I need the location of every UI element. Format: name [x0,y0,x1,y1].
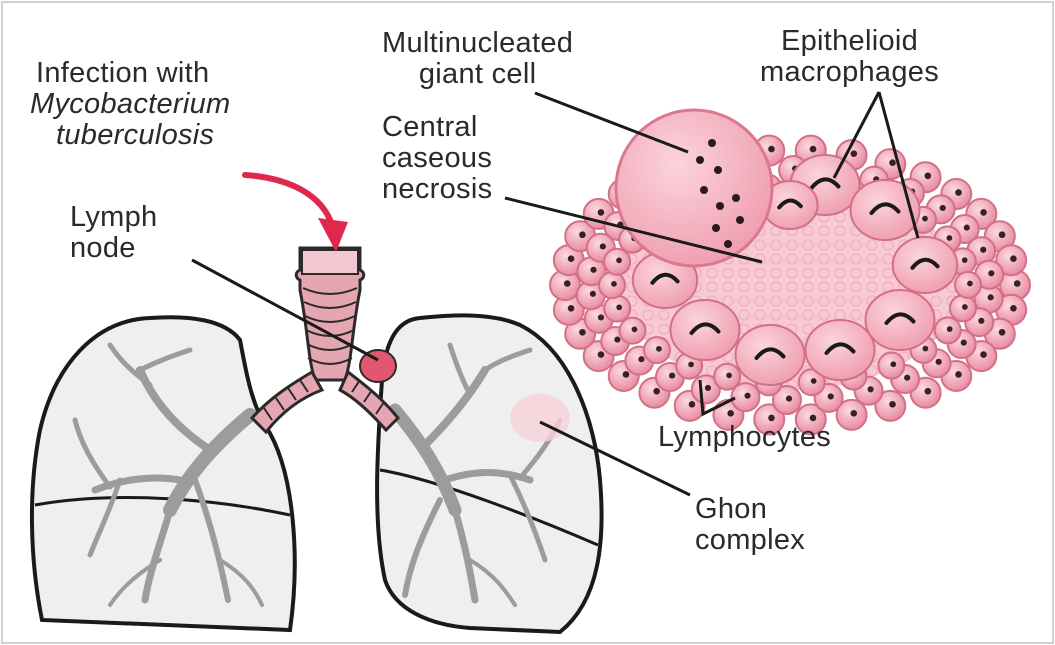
caseous-necrosis-label: Central caseous necrosis [382,112,492,205]
lymphocyte [935,317,961,343]
infection-text: Infection with [36,58,231,89]
macrophage [736,325,805,385]
lymphocyte [604,296,630,322]
lymphocyte [604,249,630,275]
lymphocyte [950,295,976,321]
lymph-node-label: Lymph node [70,202,157,264]
lungs-illustration [32,248,602,632]
left-lung [32,317,295,630]
infection-arrow [245,175,348,252]
tuberculosis-text: tuberculosis [56,120,231,151]
lymphocytes-label: Lymphocytes [658,422,831,453]
granuloma-illustration [550,110,1030,434]
macrophage [806,320,875,380]
mycobacterium-text: Mycobacterium [30,89,231,120]
epithelioid-label: Epithelioid macrophages [760,26,939,88]
lymphocyte [878,353,904,379]
ghon-focus [510,394,570,442]
macrophage [671,300,740,360]
ghon-complex-label: Ghon complex [695,494,805,556]
lymphocyte [620,318,646,344]
lymphocyte [955,272,981,298]
macrophage [866,290,935,350]
lymphocyte [714,364,740,390]
infection-label: Infection with Mycobacterium tuberculosi… [36,58,231,151]
lymphocyte [599,272,625,298]
lymphocyte [644,337,670,363]
giant-cell-label: Multinucleated giant cell [382,28,573,90]
trachea [252,248,398,432]
macrophage [893,237,957,293]
